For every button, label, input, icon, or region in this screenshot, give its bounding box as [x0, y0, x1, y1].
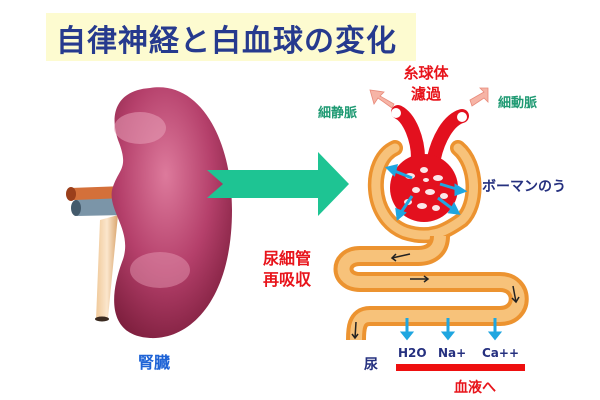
venule-arrow	[369, 89, 395, 109]
kidney-label: 腎臓	[138, 353, 171, 372]
tubule-label-line1: 尿細管	[263, 249, 312, 268]
tubule-label-line2: 再吸収	[263, 270, 312, 289]
venule-label: 細静脈	[318, 106, 358, 121]
bowman-label: ボーマンのう	[482, 179, 566, 195]
reabsorbed-h2o: H2O	[398, 346, 427, 360]
title-background	[46, 13, 416, 61]
urine-label: 尿	[364, 357, 378, 373]
blood-bar	[396, 364, 525, 371]
glomerulus-label: 糸球体 濾過	[400, 62, 452, 104]
glomerulus-label-line2: 濾過	[410, 85, 441, 103]
ureter	[96, 215, 118, 320]
reabsorbed-ca: Ca++	[482, 346, 520, 360]
kidney-shape	[111, 87, 232, 339]
renal-artery	[70, 186, 125, 200]
page-title: 自律神経と白血球の変化	[56, 24, 397, 59]
renal-vein	[75, 198, 125, 216]
blood-label: 血液へ	[454, 380, 496, 396]
tubule-label: 尿細管 再吸収	[263, 248, 311, 290]
arteriole-arrow	[469, 87, 489, 107]
arteriole-label: 細動脈	[498, 96, 538, 111]
glomerulus-label-line1: 糸球体	[403, 64, 449, 82]
direction-arrow	[207, 152, 349, 216]
reabsorbed-na: Na+	[438, 346, 467, 360]
